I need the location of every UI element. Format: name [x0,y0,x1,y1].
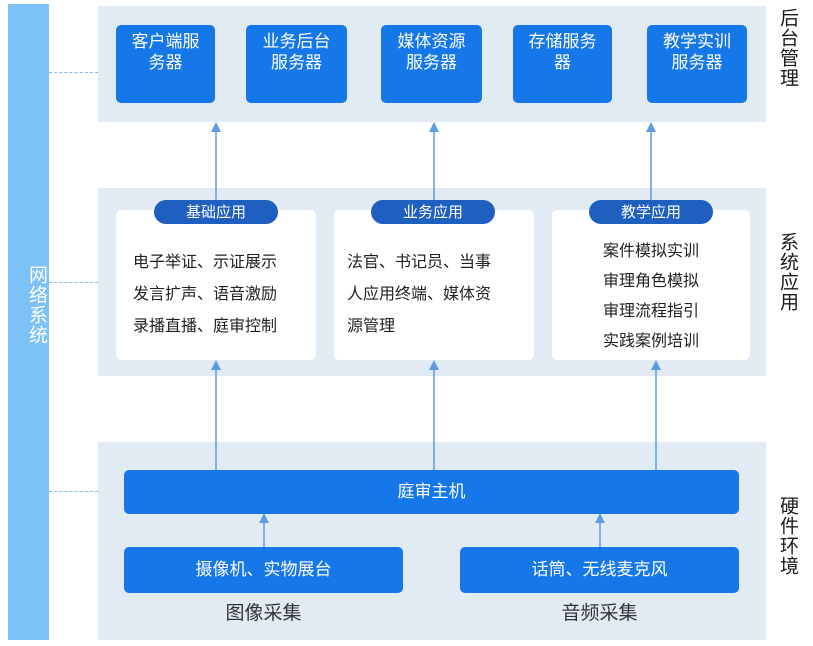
network-system-label: 网络系统 [26,265,48,345]
app-line: 实践案例培训 [602,331,699,350]
server-client: 客户端服务器 [116,25,215,103]
server-teaching-training: 教学实训服务器 [647,25,747,103]
app-card-basic-lines: 电子举证、示证展示 发言扩声、语音激励 录播直播、庭审控制 [133,246,313,342]
connector-hardware [49,491,98,492]
caption-audio-capture: 音频采集 [561,602,638,624]
device-image-capture: 摄像机、实物展台 [124,547,403,593]
apps-side-label: 系统应用 [777,232,799,312]
hardware-side-label: 硬件环境 [777,496,799,576]
app-line: 法官、书记员、当事 [347,252,492,271]
app-line: 人应用终端、媒体资 [347,284,492,303]
server-storage: 存储服务器 [513,25,612,103]
app-card-teaching: 案件模拟实训 审理角色模拟 审理流程指引 实践案例培训 [552,210,750,360]
app-line: 源管理 [347,316,396,335]
app-card-teaching-lines: 案件模拟实训 审理角色模拟 审理流程指引 实践案例培训 [552,236,750,356]
app-card-teaching-title: 教学应用 [589,200,713,224]
connector-apps [49,282,98,283]
app-card-basic-title: 基础应用 [154,200,278,224]
app-line: 电子举证、示证展示 [133,252,278,271]
app-card-business-title: 业务应用 [371,200,495,224]
app-card-business: 法官、书记员、当事 人应用终端、媒体资 源管理 [334,210,534,360]
app-line: 案件模拟实训 [602,241,699,260]
app-card-basic: 电子举证、示证展示 发言扩声、语音激励 录播直播、庭审控制 [116,210,316,360]
app-line: 审理角色模拟 [602,271,699,290]
court-host: 庭审主机 [124,470,739,514]
backend-side-label: 后台管理 [777,8,799,88]
device-audio-capture: 话筒、无线麦克风 [460,547,739,593]
network-system-bar [8,4,49,640]
server-business-backend: 业务后台服务器 [246,25,347,103]
app-line: 审理流程指引 [602,301,699,320]
caption-image-capture: 图像采集 [225,602,302,624]
app-line: 录播直播、庭审控制 [133,316,278,335]
server-media-resource: 媒体资源服务器 [381,25,482,103]
app-card-business-lines: 法官、书记员、当事 人应用终端、媒体资 源管理 [347,246,531,342]
app-line: 发言扩声、语音激励 [133,284,278,303]
connector-backend [49,72,98,73]
